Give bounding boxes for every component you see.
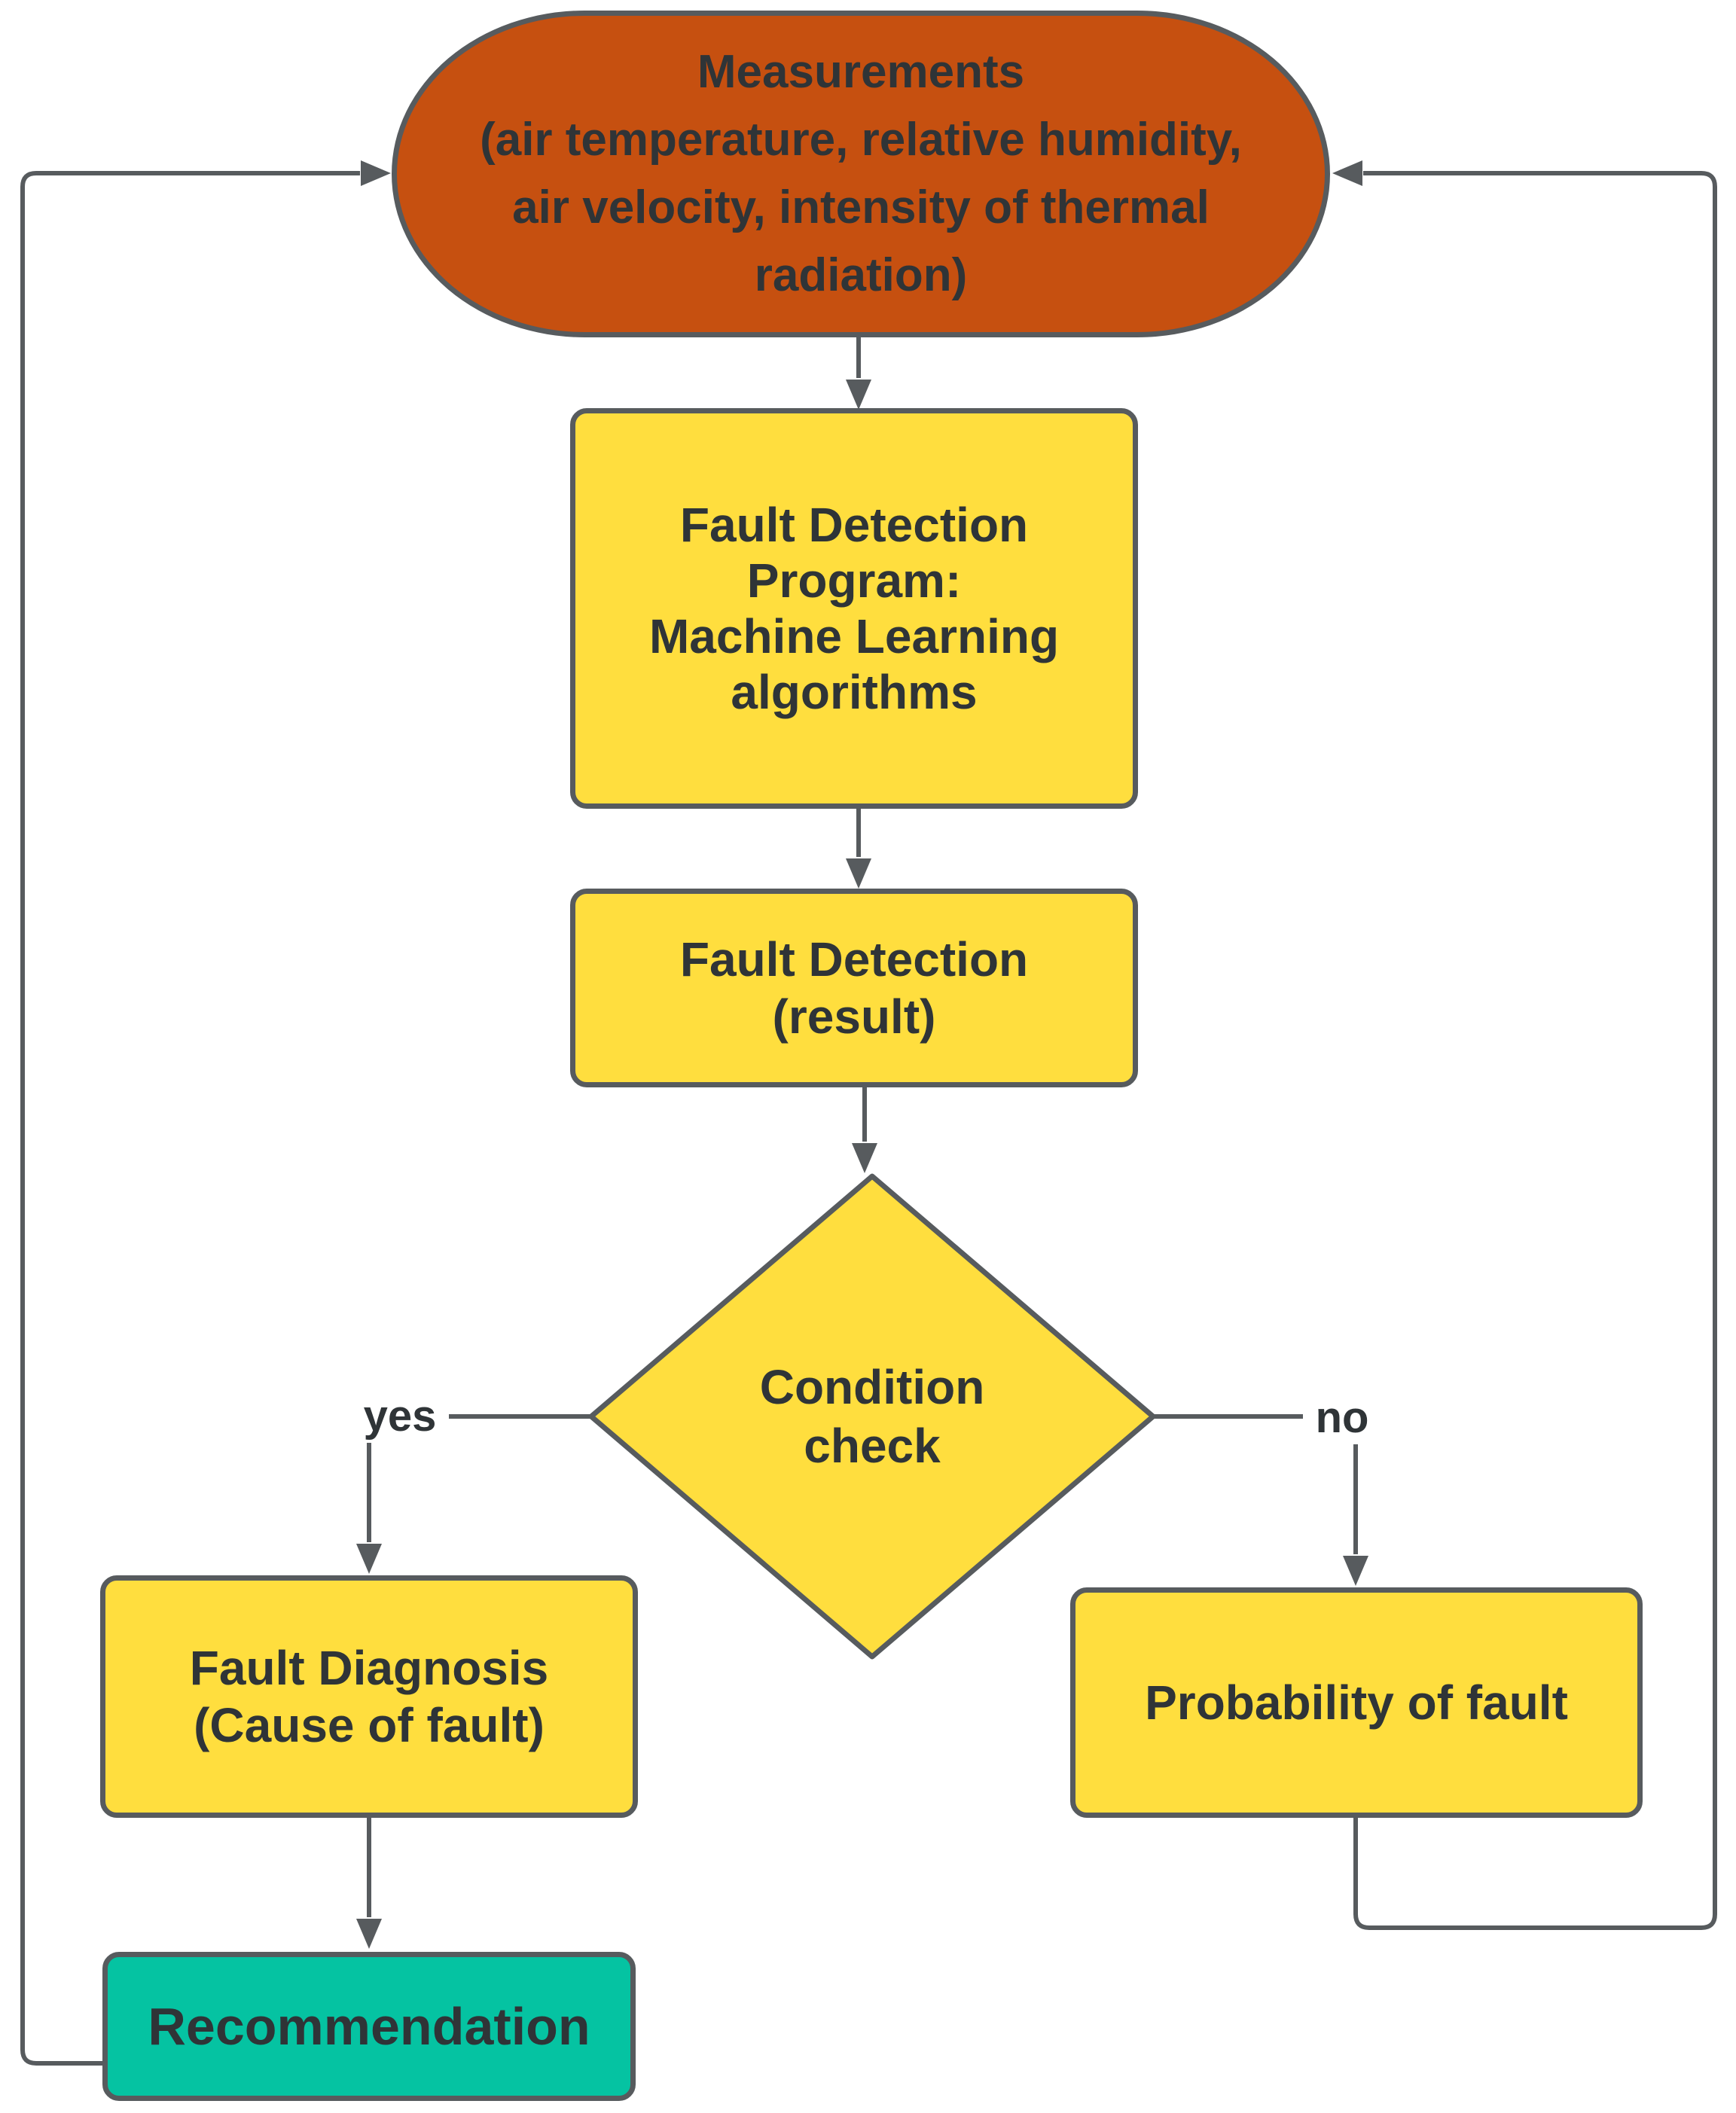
arrowhead-down-icon: [1343, 1556, 1368, 1586]
fault-detection-result-node: Fault Detection (result): [570, 889, 1138, 1087]
edge-recommendation-loop-to-measurements: [20, 171, 360, 2066]
measurements-node: Measurements (air temperature, relative …: [392, 11, 1330, 337]
fault-detection-program-node: Fault Detection Program: Machine Learnin…: [570, 408, 1138, 809]
arrowhead-right-icon: [361, 160, 391, 186]
yes-branch-label: yes: [351, 1389, 449, 1443]
arrowhead-down-icon: [852, 1143, 877, 1173]
fault-diagnosis-node: Fault Diagnosis (Cause of fault): [100, 1575, 638, 1818]
edge-probability-loop-to-measurements: [1353, 171, 1717, 1930]
probability-of-fault-node: Probability of fault: [1070, 1587, 1643, 1818]
arrowhead-down-icon: [356, 1544, 382, 1574]
arrowhead-left-icon: [1332, 160, 1362, 186]
arrowhead-down-icon: [356, 1919, 382, 1949]
no-branch-label: no: [1303, 1390, 1381, 1444]
arrowhead-down-icon: [846, 380, 871, 410]
condition-check-diamond: [588, 1173, 1156, 1660]
arrowhead-down-icon: [846, 858, 871, 889]
recommendation-node: Recommendation: [102, 1952, 636, 2101]
